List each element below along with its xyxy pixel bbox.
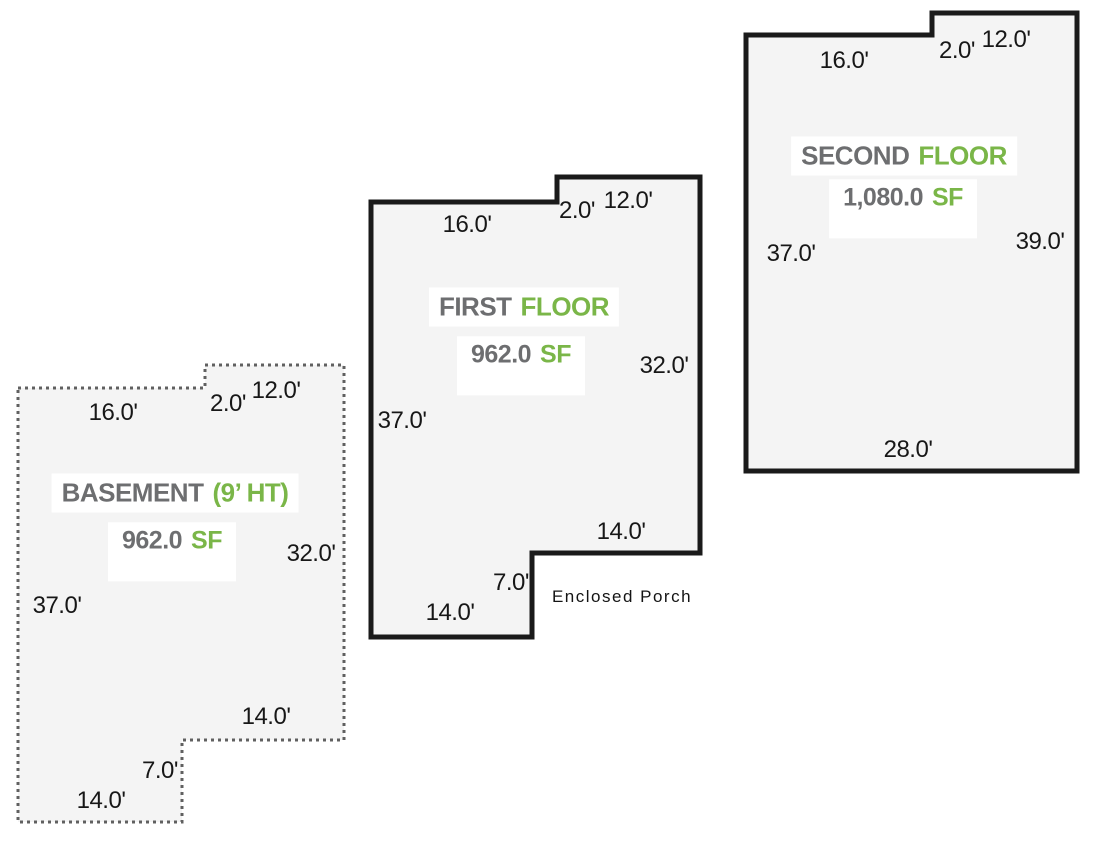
basement-area-value: 962.0 (121, 526, 183, 555)
basement-area: 962.0 SF (107, 522, 237, 582)
basement-title-height: (9’ HT) (212, 477, 289, 508)
second-floor-area: 1,080.0 SF (829, 179, 977, 239)
basement-dim-left: 37.0' (32, 592, 82, 619)
second-floor-outline (743, 10, 1080, 474)
enclosed-porch-label: Enclosed Porch (551, 587, 693, 606)
basement-dim-step: 7.0' (142, 757, 178, 784)
first-floor-title: FIRST FLOOR (428, 287, 620, 327)
second-floor-dim-left: 37.0' (766, 240, 816, 267)
second-floor-dim-notch-height: 2.0' (939, 37, 975, 64)
first-floor-dim-left: 37.0' (377, 407, 427, 434)
basement-dim-right: 32.0' (286, 540, 336, 567)
basement-dim-bottom-left: 14.0' (76, 787, 126, 814)
second-floor-title-name: SECOND (801, 140, 910, 171)
basement-dim-notch-top: 12.0' (251, 377, 301, 404)
basement-area-unit: SF (191, 526, 223, 555)
first-floor-title-word: FLOOR (520, 291, 610, 322)
first-floor-dim-step: 7.0' (493, 569, 529, 596)
second-floor-title-word: FLOOR (918, 140, 1007, 171)
basement-dim-top: 16.0' (88, 399, 138, 426)
basement-title: BASEMENT (9’ HT) (51, 473, 299, 513)
second-floor-area-unit: SF (931, 183, 963, 212)
second-floor-dim-bottom: 28.0' (883, 436, 933, 463)
second-floor-area-value: 1,080.0 (843, 183, 923, 212)
first-floor-dim-bottom-right: 14.0' (596, 518, 646, 545)
first-floor-area-unit: SF (540, 340, 572, 369)
first-floor-area-value: 962.0 (470, 340, 532, 369)
first-floor-dim-bottom-left: 14.0' (425, 599, 475, 626)
second-floor-dim-right: 39.0' (1015, 228, 1065, 255)
first-floor-area: 962.0 SF (456, 336, 586, 396)
basement-dim-notch-height: 2.0' (210, 390, 246, 417)
basement-title-name: BASEMENT (61, 477, 204, 508)
first-floor-dim-notch-height: 2.0' (559, 197, 595, 224)
second-floor-title: SECOND FLOOR (791, 136, 1017, 176)
first-floor-title-name: FIRST (438, 291, 512, 322)
second-floor-dim-notch-top: 12.0' (981, 26, 1031, 53)
first-floor-dim-right: 32.0' (639, 352, 689, 379)
first-floor-dim-top: 16.0' (442, 211, 492, 238)
second-floor-dim-top: 16.0' (819, 47, 869, 74)
basement-dim-bottom-right: 14.0' (241, 703, 291, 730)
first-floor-dim-notch-top: 12.0' (603, 187, 653, 214)
